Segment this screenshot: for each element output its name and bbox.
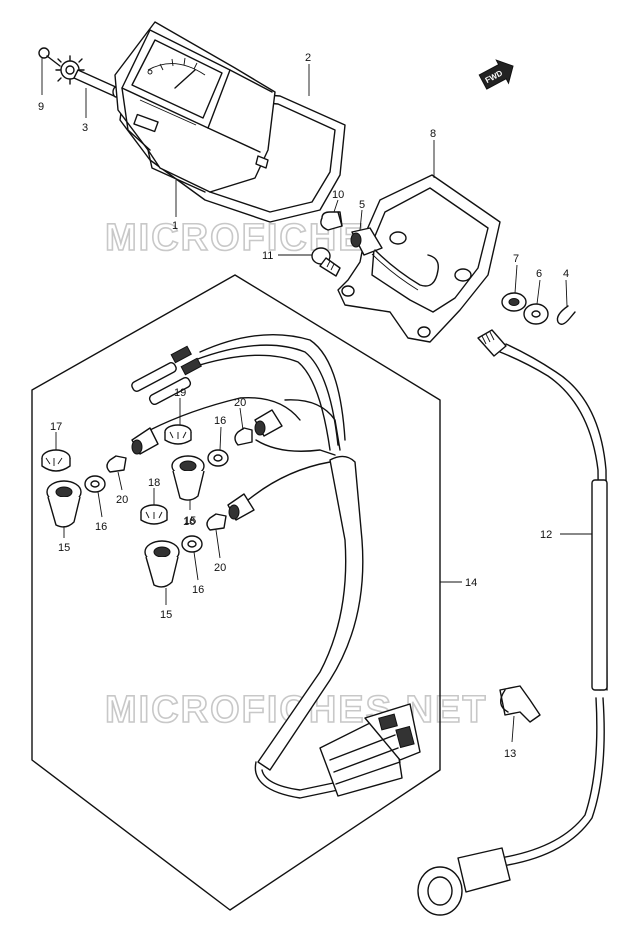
part-19-cap-icon [164, 424, 192, 445]
part-13-clamp-icon [499, 685, 541, 723]
callout-15-a: 15 [58, 542, 70, 554]
callout-8: 8 [430, 128, 436, 140]
leader-lines [41, 58, 592, 743]
part-16-grommet-icon [84, 449, 229, 553]
callout-17: 17 [50, 421, 62, 433]
callout-15-c: 15 [160, 609, 172, 621]
part-4-clip-icon [556, 305, 576, 325]
part-3-shaft-icon [73, 69, 120, 98]
part-10-bulb-icon [320, 211, 343, 231]
part-5-socket-icon [350, 227, 439, 291]
callout-14: 14 [465, 577, 477, 589]
callout-labels: 9 3 1 2 8 10 5 11 7 6 4 12 13 14 17 18 1… [38, 52, 569, 760]
callout-10: 10 [332, 189, 344, 201]
fwd-arrow-icon: FWD [478, 59, 514, 90]
callout-12: 12 [540, 529, 552, 541]
callout-20-a: 20 [116, 494, 128, 506]
part-18-cap-icon [140, 504, 168, 525]
terminal-icon [131, 345, 202, 406]
callout-16-c: 16 [183, 516, 195, 528]
part-20-bulb-icon [106, 427, 253, 531]
callout-16-b: 16 [214, 415, 226, 427]
part-6-washer-icon [523, 303, 549, 325]
callout-9: 9 [38, 101, 44, 113]
callout-16-a: 16 [95, 521, 107, 533]
part-8-bracket-icon [337, 174, 501, 343]
callout-13: 13 [504, 748, 516, 760]
socket-assembly-icon [131, 409, 283, 521]
part-15-boot-icon [46, 455, 205, 588]
part-11-bolt-icon [311, 247, 341, 277]
callout-1: 1 [172, 220, 178, 232]
callout-5: 5 [359, 199, 365, 211]
part-12-cable-icon [417, 329, 608, 916]
callout-16-d: 16 [192, 584, 204, 596]
part-14-wiring-harness-icon [131, 333, 421, 799]
callout-7: 7 [513, 253, 519, 265]
callout-6: 6 [536, 268, 542, 280]
callout-15-b: 15 [184, 515, 196, 527]
callout-4: 4 [563, 268, 569, 280]
callout-18: 18 [148, 477, 160, 489]
part-14-group-frame [31, 274, 441, 911]
part-17-cap-icon [41, 449, 71, 472]
callout-11: 11 [262, 250, 273, 262]
callout-19: 19 [174, 387, 186, 399]
callout-20-b: 20 [234, 397, 246, 409]
callout-20-c: 20 [214, 562, 226, 574]
callout-3: 3 [82, 122, 88, 134]
part-7-grommet-icon [501, 292, 527, 312]
coupler-connector-icon [319, 703, 421, 797]
callout-2: 2 [305, 52, 311, 64]
part-1-speedometer-icon [114, 21, 276, 193]
